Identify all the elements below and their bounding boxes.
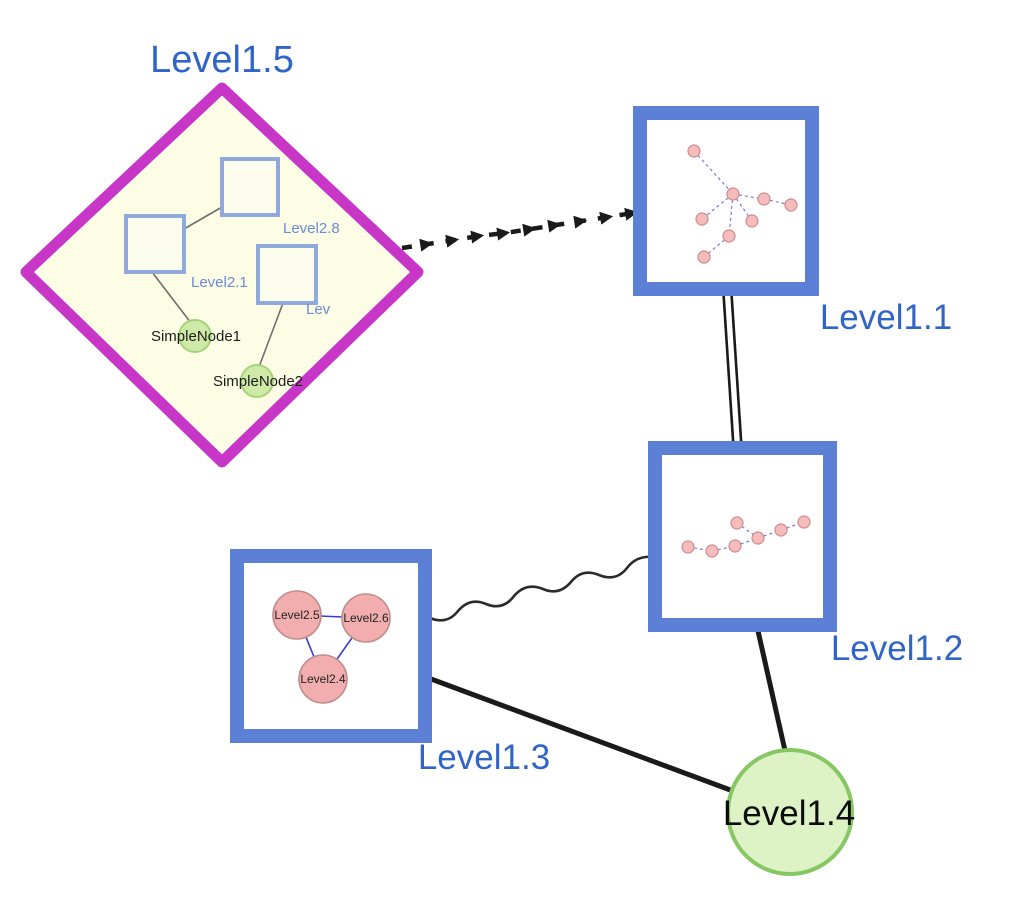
node-level2-1[interactable]: [124, 214, 186, 274]
label-level1-4: Level1.4: [723, 794, 855, 833]
edge-level1-3-level1-4[interactable]: [420, 673, 736, 794]
node-level2-4[interactable]: [298, 654, 348, 704]
edge-level1-2-level1-4[interactable]: [753, 619, 789, 758]
edge-level1-1-level1-2[interactable]: [721, 285, 744, 456]
node-level1-5[interactable]: [20, 82, 424, 468]
subgraph-node[interactable]: [745, 214, 759, 228]
node-level1-4[interactable]: [726, 748, 854, 876]
label-level2-trunc: Lev: [306, 301, 331, 318]
node-simplenode1[interactable]: [178, 319, 212, 353]
edge-level2-1-level2-8[interactable]: [183, 206, 223, 230]
subgraph-edge[interactable]: [728, 193, 734, 237]
subgraph-node[interactable]: [784, 198, 798, 212]
label-level1-3: Level1.3: [418, 738, 550, 777]
node-level1-2[interactable]: [648, 441, 837, 632]
label-level2-5: Level2.5: [274, 608, 320, 622]
label-level1-1: Level1.1: [820, 298, 952, 337]
node-simplenode2[interactable]: [240, 364, 274, 398]
subgraph-node[interactable]: [687, 144, 701, 158]
subgraph-edge[interactable]: [693, 150, 734, 195]
node-level2-6[interactable]: [341, 593, 391, 643]
subgraph-node[interactable]: [730, 516, 744, 530]
label-simplenode1: SimpleNode1: [151, 328, 241, 345]
subgraph-level1-3: Level2.5 Level2.6 Level2.4: [272, 590, 391, 704]
subgraph-node[interactable]: [722, 229, 736, 243]
edge-level1-5-level1-1[interactable]: [401, 207, 639, 252]
node-level1-3[interactable]: [230, 549, 432, 743]
subgraph-edge[interactable]: [701, 193, 734, 220]
subgraph-node[interactable]: [774, 523, 788, 537]
subgraph-node[interactable]: [726, 187, 740, 201]
edge-double-line-2[interactable]: [729, 285, 744, 456]
subgraph-edge[interactable]: [736, 522, 759, 539]
node-level1-1[interactable]: [633, 106, 819, 296]
subgraph-node[interactable]: [751, 531, 765, 545]
edge-lev-simplenode2[interactable]: [258, 302, 284, 368]
subgraph-node[interactable]: [695, 212, 709, 226]
subgraph-node[interactable]: [697, 250, 711, 264]
subgraph-node[interactable]: [728, 539, 742, 553]
edge-double-line-1[interactable]: [721, 285, 736, 456]
subgraph-node[interactable]: [705, 544, 719, 558]
subgraph-node[interactable]: [681, 540, 695, 554]
subgraph-level1-2: [681, 515, 811, 558]
node-level2-trunc[interactable]: [256, 244, 318, 305]
edge-level1-3-level1-2[interactable]: [429, 555, 661, 622]
label-level1-5: Level1.5: [150, 39, 294, 81]
subgraph-node[interactable]: [757, 192, 771, 206]
subgraph-edge[interactable]: [763, 198, 792, 206]
label-level1-2: Level1.2: [831, 629, 963, 668]
subgraph-node[interactable]: [797, 515, 811, 529]
edge-level2-1-simplenode1[interactable]: [151, 271, 192, 324]
label-level2-8: Level2.8: [283, 220, 340, 237]
node-level2-5[interactable]: [272, 590, 322, 640]
label-level2-4: Level2.4: [300, 672, 346, 686]
subgraph-level1-1: [687, 144, 798, 264]
label-level2-6: Level2.6: [343, 611, 389, 625]
node-level2-8[interactable]: [220, 157, 280, 217]
label-level2-1: Level2.1: [191, 274, 248, 291]
label-simplenode2: SimpleNode2: [213, 373, 303, 390]
